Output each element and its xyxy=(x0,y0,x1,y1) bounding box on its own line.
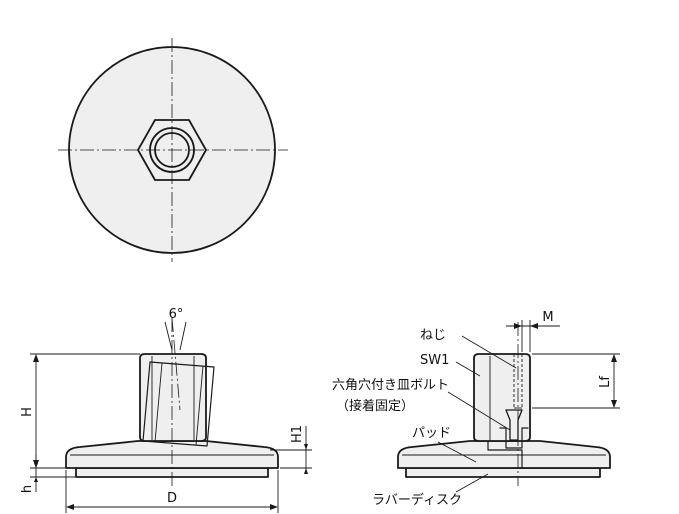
M-arrow-right xyxy=(530,323,538,329)
callout-bolt-note: （接着固定） xyxy=(336,398,414,414)
section-hex-nut xyxy=(473,353,531,442)
leader-screw xyxy=(461,335,517,369)
H1-label: H1 xyxy=(290,425,305,443)
Lf-label: Lf xyxy=(598,376,613,388)
section-pad xyxy=(397,440,611,469)
callout-washer: SW1 xyxy=(420,353,449,368)
callout-pad: パッド xyxy=(412,426,451,441)
h-arrow-top xyxy=(34,463,38,468)
section-view: M Lf ねじ SW1 六角穴付き皿ボルト （接着固定） パッド ラバーディスク xyxy=(332,310,620,508)
callout-rubber-disc: ラバーディスク xyxy=(372,492,462,508)
front-view: 6° H h H1 D xyxy=(20,307,312,513)
Lf-arrow-top xyxy=(611,354,617,362)
leader-washer xyxy=(455,361,481,377)
section-pad-step xyxy=(487,440,523,469)
callout-screw: ねじ xyxy=(420,328,446,343)
tilt-centerline xyxy=(171,317,181,411)
H1-arrow-top xyxy=(304,444,308,450)
M-arrow-left xyxy=(514,323,522,329)
angle-ref-line-left xyxy=(164,321,173,351)
M-label: M xyxy=(542,310,553,325)
callout-bolt: 六角穴付き皿ボルト xyxy=(332,378,449,393)
D-label: D xyxy=(167,491,177,506)
H-label: H xyxy=(20,407,35,417)
D-arrow-left xyxy=(66,504,74,510)
h-label: h xyxy=(20,485,35,493)
section-rubber-disc xyxy=(405,467,601,478)
h-arrow-bottom xyxy=(34,477,38,482)
D-arrow-right xyxy=(270,504,278,510)
leader-rubber-disc xyxy=(455,473,489,493)
top-view xyxy=(58,38,288,262)
H-arrow-top xyxy=(33,354,39,362)
angle-label: 6° xyxy=(169,307,184,322)
hex-nut-body xyxy=(139,353,207,442)
angle-ref-line-right xyxy=(179,321,187,351)
bolt-pad-joint xyxy=(499,427,529,449)
hex-nut-tilted-edge-right xyxy=(195,365,204,446)
H1-arrow-bottom xyxy=(304,468,308,474)
Lf-arrow-bottom xyxy=(611,400,617,408)
hex-nut-tilted xyxy=(142,361,215,447)
leader-bolt xyxy=(447,391,511,431)
hex-nut-tilted-edge-left xyxy=(154,362,163,443)
leader-pad xyxy=(437,441,477,463)
